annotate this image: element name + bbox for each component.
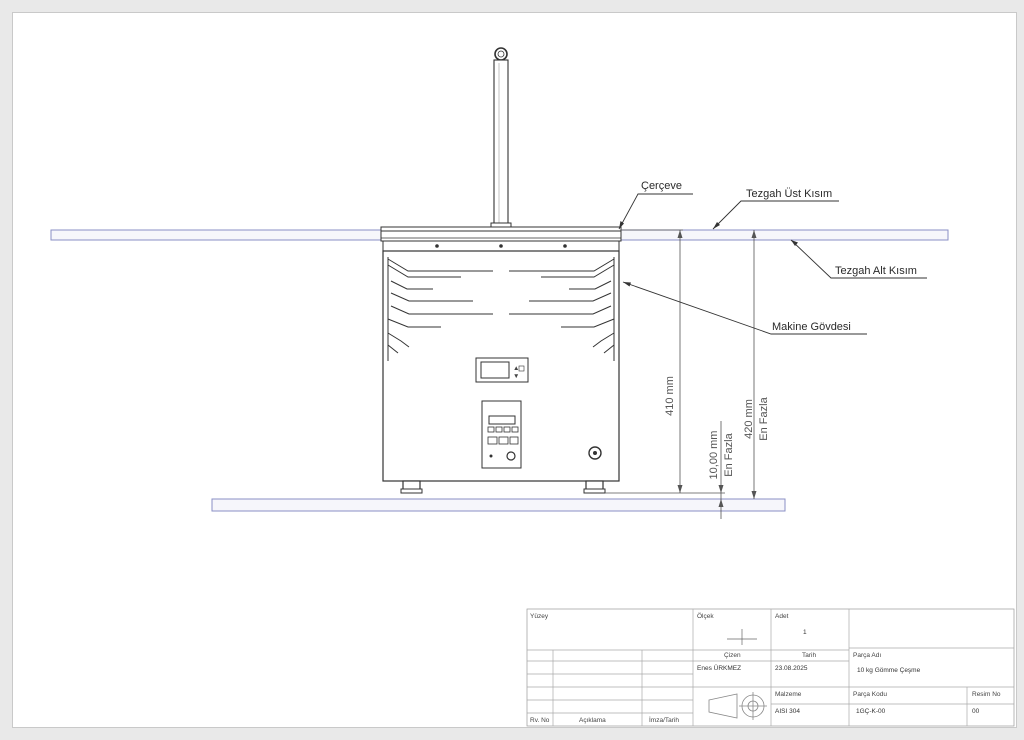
tb-olcek-label: Ölçek	[697, 612, 714, 620]
tb-parca-kodu-value: 1GÇ-K-00	[856, 708, 886, 715]
label-tezgah-ust: Tezgah Üst Kısım	[746, 188, 832, 200]
label-makine-govdesi: Makine Gövdesi	[772, 321, 851, 333]
tb-parca-kodu-label: Parça Kodu	[853, 691, 887, 698]
dimension-10-note: En Fazla	[723, 432, 735, 476]
tb-resim-no-value: 00	[972, 708, 980, 715]
faucet	[490, 47, 512, 230]
tb-cizen-label: Çizen	[724, 652, 741, 659]
tb-tarih-value: 23.08.2025	[775, 665, 808, 672]
dimension-10: 10,00 mm	[708, 431, 720, 480]
tb-parca-adi-value: 10 kg Gömme Çeşme	[857, 667, 921, 674]
tb-resim-no-label: Resim No	[972, 691, 1001, 698]
dimension-410: 410 mm	[664, 376, 676, 416]
thermostat-display: ▲ ▼	[475, 357, 529, 383]
tb-cizen-value: Enes ÜRKMEZ	[697, 664, 741, 672]
machine-body: ▲ ▼	[382, 240, 620, 494]
tb-adet-label: Adet	[775, 613, 789, 620]
svg-text:▲: ▲	[513, 365, 519, 372]
tb-imza-tarih-label: İmza/Tarih	[649, 715, 679, 724]
svg-text:▼: ▼	[513, 373, 519, 380]
drawing-sheet: ▲ ▼	[12, 12, 1017, 728]
tb-tarih-label: Tarih	[802, 652, 816, 659]
tb-malzeme-value: AISI 304	[775, 708, 800, 715]
tb-aciklama-label: Açıklama	[579, 717, 606, 724]
tb-yuzey-label: Yüzey	[530, 613, 549, 620]
tb-parca-adi-label: Parça Adı	[853, 652, 881, 659]
control-panel	[481, 400, 522, 469]
projection-symbol-icon	[708, 692, 767, 720]
title-block	[526, 608, 1015, 727]
countertop-lower	[211, 498, 786, 512]
tb-malzeme-label: Malzeme	[775, 691, 802, 698]
label-cerceve: Çerçeve	[641, 180, 682, 192]
dimension-420-note: En Fazla	[758, 396, 770, 440]
tb-rev-no-label: Rv. No	[530, 717, 550, 724]
technical-drawing: ▲ ▼	[50, 47, 1015, 727]
dimension-420: 420 mm	[743, 399, 755, 439]
label-tezgah-alt: Tezgah Alt Kısım	[835, 265, 917, 277]
frame	[380, 226, 622, 242]
tb-adet-value: 1	[803, 629, 807, 636]
